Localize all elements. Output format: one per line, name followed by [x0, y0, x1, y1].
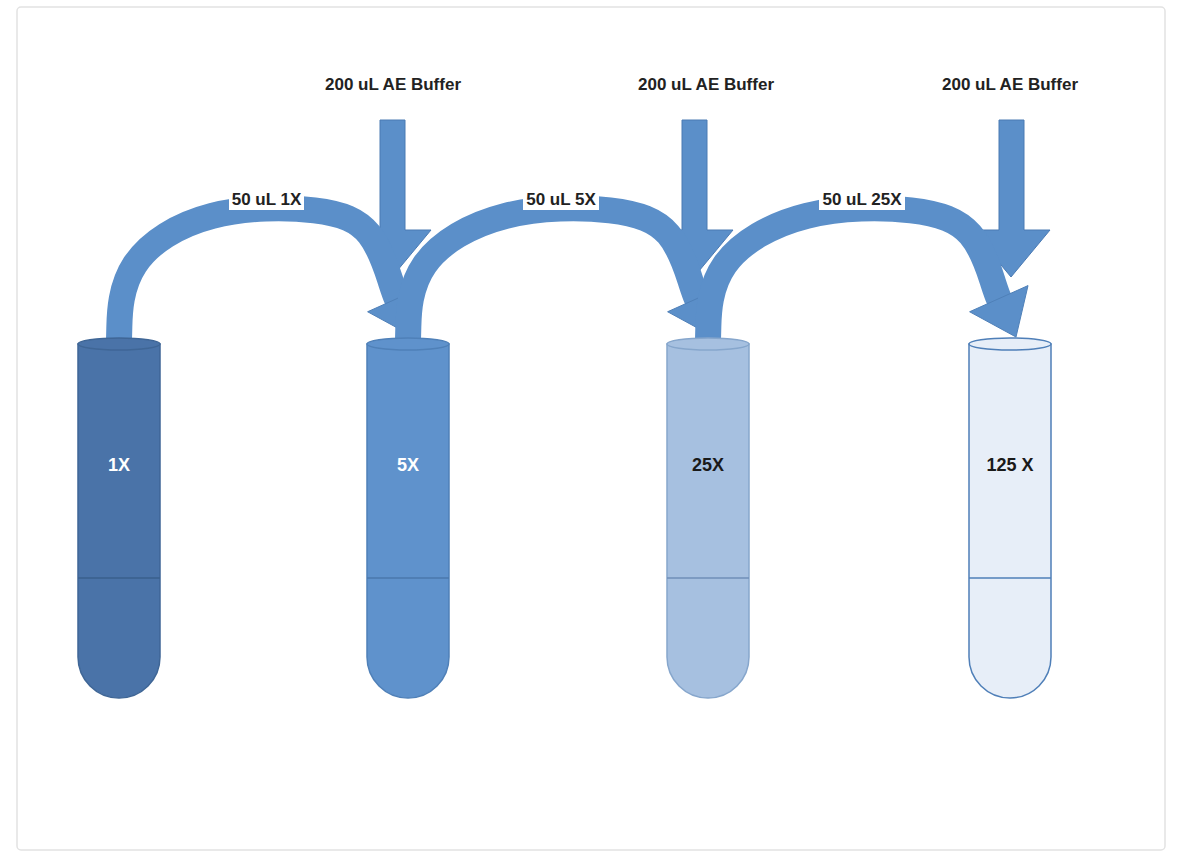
test-tube: 125 X: [969, 338, 1051, 698]
tube-outline: [367, 338, 449, 698]
buffer-label: 200 uL AE Buffer: [939, 75, 1081, 95]
tube-rim: [367, 338, 449, 350]
tube-rim: [667, 338, 749, 350]
tube-body: [78, 344, 160, 698]
tube-body: [367, 344, 449, 698]
tube-outline: [78, 338, 160, 698]
tube-body: [969, 344, 1051, 698]
tube-line: [367, 577, 449, 579]
arrow-head: [970, 286, 1028, 337]
transfer-arrow: [708, 208, 1028, 340]
dilution-label: 5X: [382, 452, 434, 478]
tube-rim: [969, 338, 1051, 350]
transfer-arrow: [119, 208, 426, 340]
buffer-label: 200 uL AE Buffer: [322, 75, 464, 95]
transfer-label: 50 uL 5X: [523, 190, 599, 210]
tube-line: [667, 577, 749, 579]
test-tube: 25X: [667, 338, 749, 698]
buffer-arrows: [353, 120, 1050, 277]
test-tube: 1X: [78, 338, 160, 698]
tube-outline: [969, 338, 1051, 698]
tube-rim: [78, 338, 160, 350]
tube-outline: [667, 338, 749, 698]
test-tube: 5X: [367, 338, 449, 698]
transfer-label: 50 uL 1X: [229, 190, 305, 210]
arrow-shaft: [119, 208, 398, 340]
buffer-label: 200 uL AE Buffer: [635, 75, 777, 95]
dilution-label: 125 X: [984, 452, 1036, 478]
transfer-arrow: [408, 208, 726, 340]
arrow-shaft: [708, 208, 1000, 340]
tube-line: [78, 577, 160, 579]
dilution-label: 25X: [682, 452, 734, 478]
dilution-label: 1X: [93, 452, 145, 478]
transfer-label: 50 uL 25X: [819, 190, 904, 210]
arrow-shaft: [408, 208, 698, 340]
frame: [17, 7, 1165, 850]
tube-body: [667, 344, 749, 698]
tube-line: [969, 577, 1051, 579]
